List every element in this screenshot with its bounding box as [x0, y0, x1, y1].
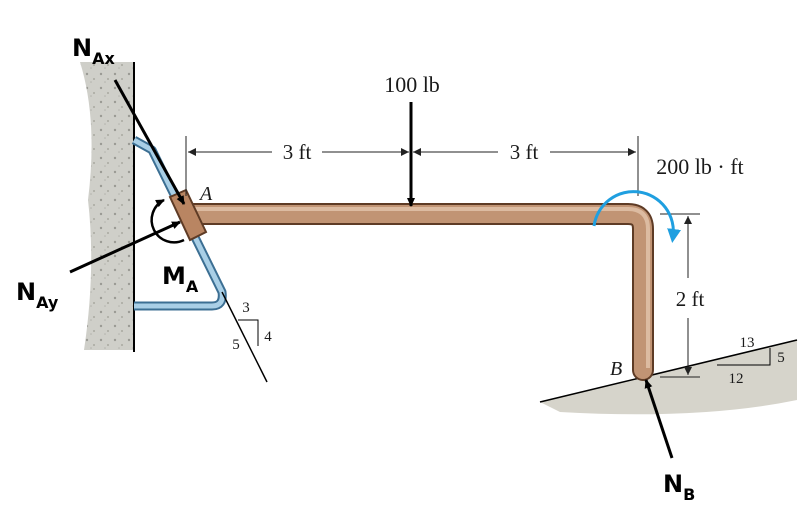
- pipe: [179, 203, 654, 381]
- force-arrow-nax: [113, 79, 186, 205]
- moment-arrow: [592, 190, 682, 243]
- moment-label: 200 lb · ft: [656, 154, 743, 179]
- slope-left-run: 4: [264, 329, 272, 345]
- nax-label: NAx: [72, 34, 115, 68]
- slope-right-run: 12: [729, 371, 744, 387]
- point-b-label: B: [610, 358, 622, 380]
- dim-right-span: 3 ft: [510, 140, 539, 164]
- slope-right-rise: 5: [777, 350, 785, 366]
- force-arrow-nb: [644, 379, 674, 459]
- nb-label: NB: [663, 470, 695, 504]
- dim-left-span: 3 ft: [283, 140, 312, 164]
- dim-height: 2 ft: [676, 287, 705, 311]
- ma-label: MA: [162, 262, 199, 296]
- dimension-vertical: [660, 213, 700, 378]
- wall: [80, 62, 135, 352]
- slope-triangle-left: [221, 291, 268, 383]
- moment-arrow-ma: [150, 198, 185, 244]
- force-arrow-nay: [69, 220, 181, 274]
- slope-right-hyp: 13: [740, 335, 755, 351]
- point-a-label: A: [198, 183, 213, 205]
- force-label: 100 lb: [384, 72, 440, 97]
- slope-left-hyp: 5: [232, 337, 240, 353]
- slope-left-rise: 3: [242, 300, 250, 316]
- nay-label: NAy: [16, 278, 59, 312]
- slope-triangle-right: [717, 348, 771, 366]
